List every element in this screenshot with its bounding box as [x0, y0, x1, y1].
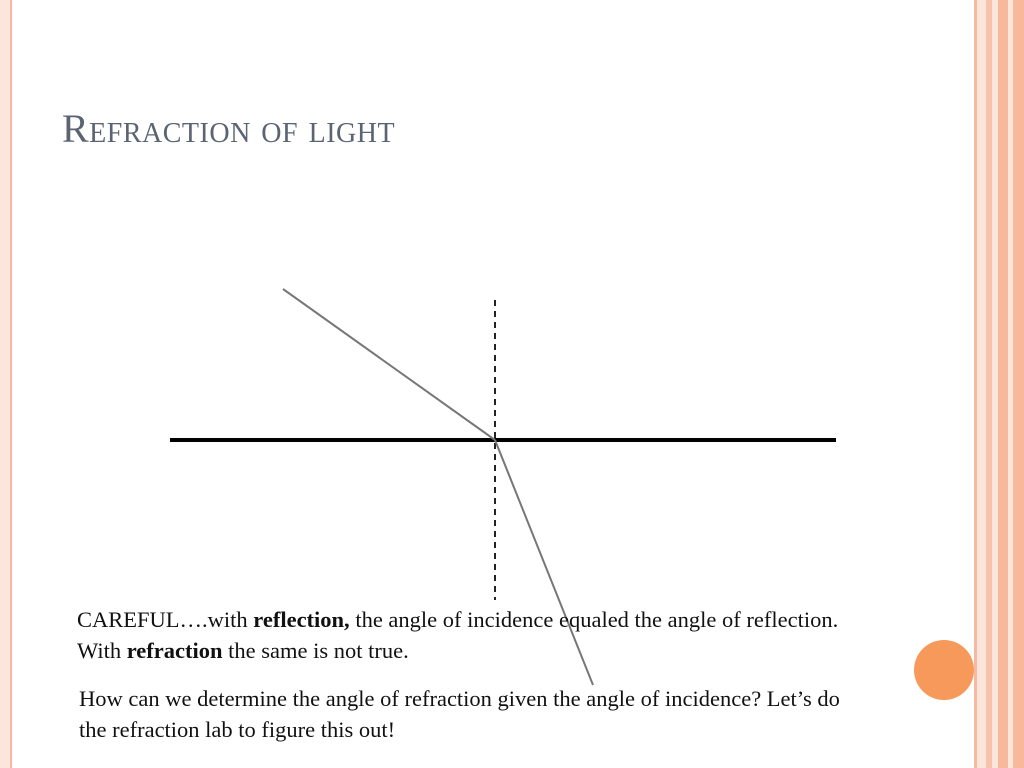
- incident-ray: [282, 288, 496, 441]
- right-border-stripe: [977, 0, 986, 768]
- bold-reflection: reflection,: [253, 607, 350, 632]
- right-border-stripe: [1008, 0, 1013, 768]
- careful-paragraph: CAREFUL….with reflection, the angle of i…: [77, 604, 867, 666]
- text-segment: the same is not true.: [222, 638, 409, 663]
- bold-refraction: refraction: [126, 638, 223, 663]
- text-segment: the angle of incidence equaled the angle…: [77, 607, 839, 663]
- right-border-stripe: [1013, 0, 1024, 768]
- right-border-stripe: [998, 0, 1008, 768]
- question-paragraph: How can we determine the angle of refrac…: [79, 686, 840, 742]
- slide-title: Refraction of light: [62, 106, 396, 151]
- right-border-stripe: [974, 0, 977, 768]
- left-border: [0, 0, 12, 768]
- text-segment: CAREFUL….with: [77, 607, 254, 632]
- accent-circle: [914, 640, 974, 700]
- left-border-line: [10, 0, 12, 768]
- right-border-stripe: [992, 0, 998, 768]
- right-border-stripe: [986, 0, 992, 768]
- refracted-ray: [494, 439, 594, 686]
